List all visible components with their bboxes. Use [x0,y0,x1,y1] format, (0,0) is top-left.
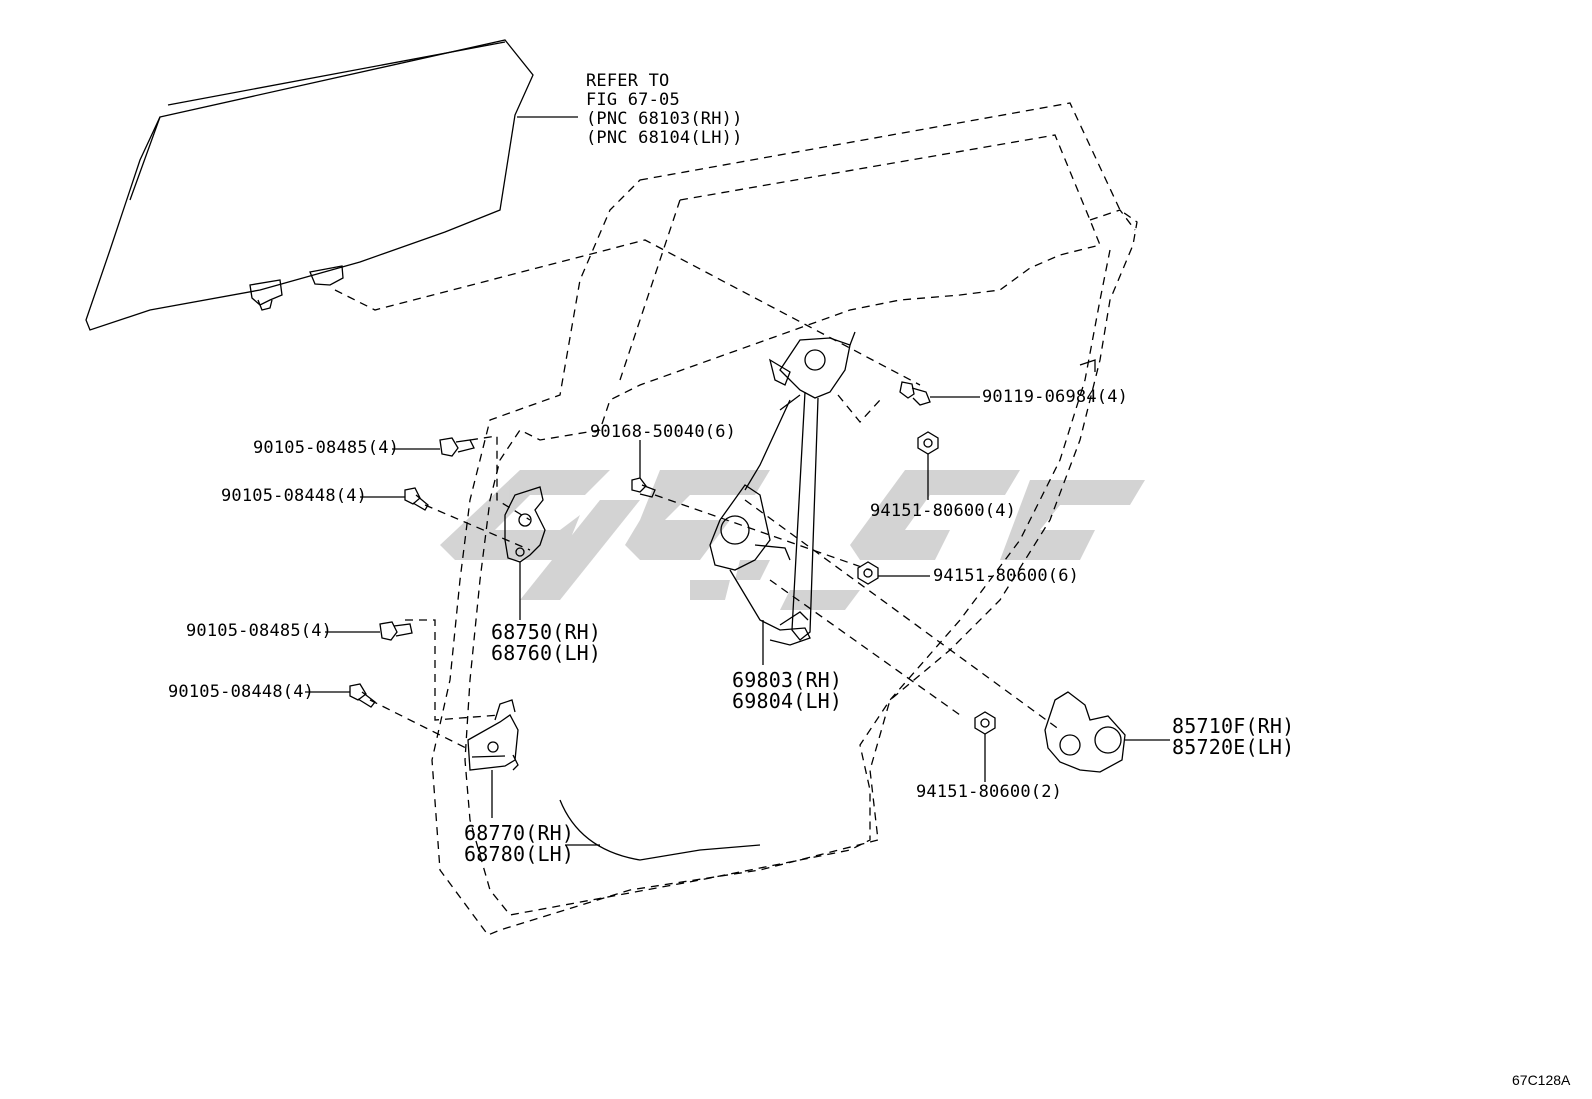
callout-94151-a: 94151-80600(4) [870,501,1017,521]
lower-hinge [467,699,519,818]
window-regulator [709,331,856,646]
callout-90105-c: 90105-08485(4) [186,621,333,641]
window-motor [1044,691,1170,773]
refer-note-line-1: REFER TO [586,71,670,91]
part-lower-hinge-rh: 68770(RH) [464,821,575,845]
nut-94151-a [917,431,939,500]
refer-note-line-2: FIG 67-05 [586,90,680,110]
callout-90168: 90168-50040(6) [590,422,737,442]
upper-hinge [504,486,546,620]
part-lower-hinge-lh: 68780(LH) [464,842,575,866]
bolt-90168 [631,440,656,498]
part-motor-lh: 85720E(LH) [1172,735,1295,759]
refer-note-line-4: (PNC 68104(LH)) [586,128,743,148]
callout-90105-d: 90105-08448(4) [168,682,315,702]
callout-94151-b: 94151-80600(6) [933,566,1080,586]
figure-id: 67C128A [1512,1072,1571,1088]
bolt-90105-a [392,437,475,457]
watermark-logo [440,470,1145,610]
callout-90119: 90119-06984(4) [982,387,1129,407]
nut-94151-c [974,711,996,782]
window-glass [85,39,534,331]
bolt-90105-d [305,683,376,708]
door-outline [431,102,1138,936]
bolt-90105-b [360,487,429,511]
refer-note-line-3: (PNC 68103(RH)) [586,109,743,129]
callout-90105-b: 90105-08448(4) [221,486,368,506]
part-regulator-rh: 69803(RH) [732,668,843,692]
callout-94151-c: 94151-80600(2) [916,782,1063,802]
part-upper-hinge-rh: 68750(RH) [491,620,602,644]
bolt-90119 [899,381,980,406]
nut-94151-b [857,561,930,585]
part-motor-rh: 85710F(RH) [1172,714,1295,738]
callout-90105-a: 90105-08485(4) [253,438,400,458]
bolt-90105-c [325,621,413,641]
part-regulator-lh: 69804(LH) [732,689,843,713]
part-upper-hinge-lh: 68760(LH) [491,641,602,665]
